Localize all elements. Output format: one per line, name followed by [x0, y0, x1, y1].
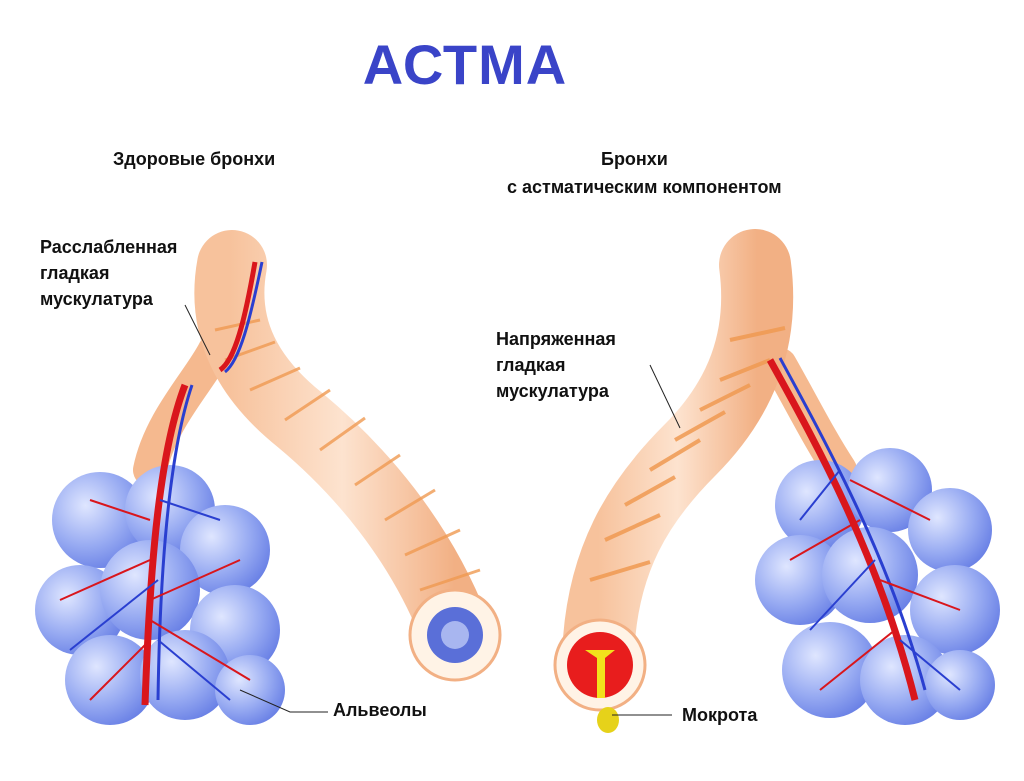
- alveoli-label: Альвеолы: [333, 700, 427, 720]
- tense-muscle-label: Напряженная гладкая мускулатура: [496, 329, 616, 401]
- page-title: АСТМА: [362, 33, 568, 96]
- healthy-alveoli: [35, 261, 285, 725]
- healthy-bronchus: [133, 230, 502, 682]
- mucus-label: Мокрота: [682, 705, 758, 725]
- asthmatic-alveoli: [755, 357, 1000, 725]
- relaxed-muscle-label: Расслабленная гладкая мускулатура: [40, 237, 178, 309]
- leader-lines: [184, 304, 681, 716]
- healthy-heading: Здоровые бронхи: [113, 149, 276, 169]
- asthmatic-heading-line2: с астматическим компонентом: [507, 177, 782, 197]
- asthmatic-heading-line1: Бронхи: [601, 149, 668, 169]
